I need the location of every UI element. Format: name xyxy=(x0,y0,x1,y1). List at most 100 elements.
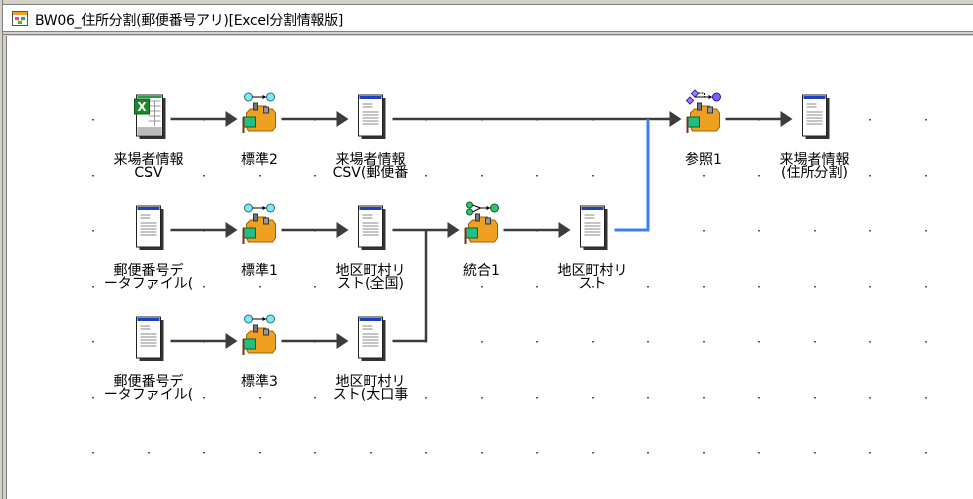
edge-n11-n12[interactable] xyxy=(170,333,238,349)
node-process-standard[interactable]: 標準3 xyxy=(241,314,278,390)
edge-n8-n9[interactable] xyxy=(392,222,460,238)
window-titlebar[interactable]: BW06_住所分割(郵便番号アリ)[Excel分割情報版] xyxy=(3,4,973,32)
arrow-head xyxy=(336,111,349,127)
grid-dot xyxy=(592,286,594,288)
arrow-head xyxy=(669,111,682,127)
edge-n12-n13[interactable] xyxy=(281,333,349,349)
grid-dot xyxy=(925,286,927,288)
node-label: 地区町村リ xyxy=(558,263,628,279)
grid-dot xyxy=(758,286,760,288)
grid-dot xyxy=(92,341,94,343)
grid-dot xyxy=(536,397,538,399)
grid-dot xyxy=(370,397,372,399)
grid-dot xyxy=(370,452,372,454)
grid-dot xyxy=(259,397,261,399)
grid-dot xyxy=(425,175,427,177)
arrow-head xyxy=(225,222,238,238)
node-label: 標準3 xyxy=(241,374,278,390)
process-lookup-icon xyxy=(685,89,721,133)
grid-dot xyxy=(925,397,927,399)
grid-dot xyxy=(925,119,927,121)
edge-n3-n4[interactable] xyxy=(392,111,682,127)
grid-dot xyxy=(148,452,150,454)
node-label: 地区町村リ xyxy=(336,263,406,279)
grid-dot xyxy=(869,119,871,121)
node-label: CSV(郵便番 xyxy=(333,165,409,181)
grid-dot xyxy=(869,175,871,177)
edge-n13-n9[interactable] xyxy=(392,230,428,343)
arrow-head xyxy=(447,222,460,238)
grid-dot xyxy=(481,397,483,399)
edge-n9-n10[interactable] xyxy=(503,222,571,238)
document-icon xyxy=(580,205,608,250)
arrow-head xyxy=(558,222,571,238)
edge-n10-n4[interactable] xyxy=(614,119,650,232)
edge-n4-n5[interactable] xyxy=(725,111,793,127)
grid-dot xyxy=(536,286,538,288)
grid-dot xyxy=(148,397,150,399)
node-label: スト(大口事 xyxy=(333,387,408,403)
excel-file-icon: X xyxy=(134,94,166,139)
node-label: (住所分割) xyxy=(781,164,848,181)
grid-dot xyxy=(425,397,427,399)
node-process-lookup[interactable]: 参照1 xyxy=(685,89,722,168)
grid-dot xyxy=(92,175,94,177)
grid-dot xyxy=(592,175,594,177)
grid-dot xyxy=(148,286,150,288)
edge-n6-n7[interactable] xyxy=(170,222,238,238)
grid-dot xyxy=(259,286,261,288)
svg-text:X: X xyxy=(137,100,147,114)
grid-dot xyxy=(814,397,816,399)
arrow-head xyxy=(336,222,349,238)
node-process-merge[interactable]: 統合1 xyxy=(463,201,500,279)
grid-dot xyxy=(259,175,261,177)
edges xyxy=(170,111,793,349)
edge-n7-n8[interactable] xyxy=(281,222,349,238)
node-label: スト xyxy=(579,276,607,292)
node-label: 標準1 xyxy=(241,263,278,279)
arrow-head xyxy=(225,111,238,127)
node-label: 郵便番号デ xyxy=(114,262,184,279)
process-standard-icon xyxy=(242,314,276,355)
grid-dot xyxy=(758,341,760,343)
node-process-standard[interactable]: 標準1 xyxy=(241,203,278,279)
titlebar-separator xyxy=(3,32,973,35)
grid-dot xyxy=(314,286,316,288)
arrow-head xyxy=(780,111,793,127)
node-process-standard[interactable]: 標準2 xyxy=(241,92,278,168)
grid-dot xyxy=(869,341,871,343)
process-standard-icon xyxy=(242,203,276,244)
node-document[interactable]: 来場者情報(住所分割) xyxy=(780,94,850,181)
edge-n2-n3[interactable] xyxy=(281,111,349,127)
grid-dot xyxy=(703,341,705,343)
grid-dot xyxy=(481,452,483,454)
grid-dot xyxy=(314,452,316,454)
document-icon xyxy=(358,316,386,361)
grid-dot xyxy=(536,341,538,343)
document-icon xyxy=(136,205,164,250)
grid-dot xyxy=(92,452,94,454)
document-icon xyxy=(358,205,386,250)
grid-dot xyxy=(481,286,483,288)
edge-n1-n2[interactable] xyxy=(170,111,238,127)
document-icon xyxy=(802,94,830,139)
selected-edge-line xyxy=(614,119,650,232)
process-standard-icon xyxy=(242,92,276,133)
grid-dot xyxy=(703,175,705,177)
grid-dot xyxy=(481,341,483,343)
grid-dot xyxy=(536,452,538,454)
grid-dot xyxy=(92,119,94,121)
arrow-head xyxy=(336,333,349,349)
grid-dot xyxy=(592,397,594,399)
node-label: スト(全国) xyxy=(337,275,404,292)
node-label: ータファイル( xyxy=(104,276,193,292)
